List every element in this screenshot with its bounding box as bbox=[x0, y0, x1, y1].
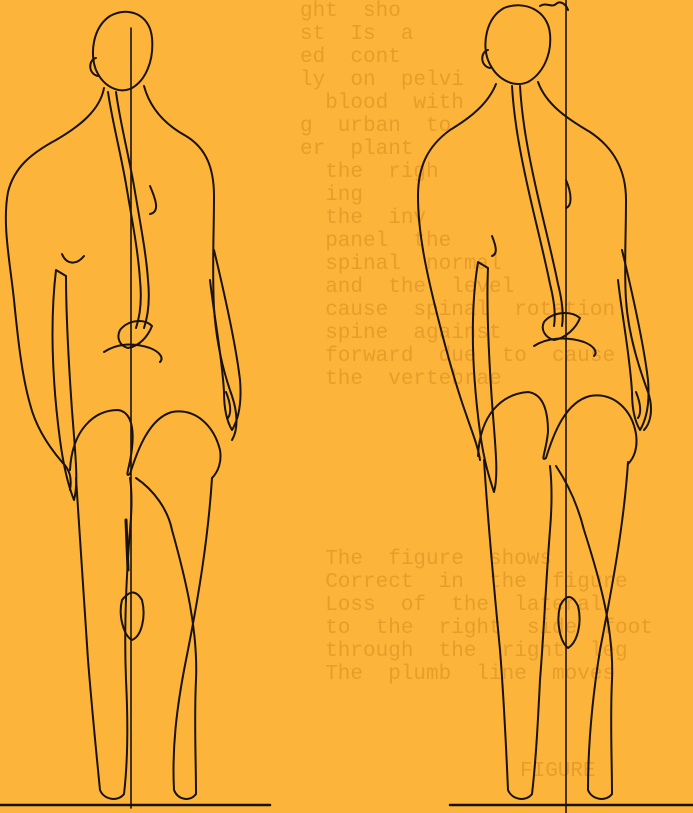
left-spine-2 bbox=[116, 92, 149, 328]
left-leg-right bbox=[136, 478, 212, 799]
left-torso-outline-right bbox=[144, 86, 237, 440]
left-arm-left bbox=[53, 270, 77, 500]
left-knee-mark bbox=[121, 593, 144, 641]
left-spine bbox=[108, 92, 141, 328]
right-hair-mark bbox=[540, 2, 568, 10]
right-spine-2 bbox=[520, 86, 563, 326]
right-leg-left bbox=[484, 460, 552, 799]
left-shin-mark bbox=[126, 520, 128, 570]
right-pelvis-mark bbox=[534, 339, 596, 356]
left-leg-left bbox=[76, 478, 132, 799]
right-spine bbox=[512, 86, 555, 326]
right-hand-mark bbox=[636, 392, 640, 418]
right-buttocks bbox=[478, 392, 637, 464]
left-figure bbox=[0, 12, 270, 808]
right-knee-mark bbox=[558, 597, 579, 648]
left-scapula-mark bbox=[62, 254, 84, 263]
left-arm-right bbox=[210, 250, 241, 430]
right-arm-right bbox=[618, 250, 649, 430]
right-arm-left bbox=[473, 262, 496, 492]
left-buttocks bbox=[70, 410, 221, 478]
left-scapula-mark-2 bbox=[150, 186, 156, 214]
left-head bbox=[93, 12, 152, 90]
right-figure bbox=[418, 0, 693, 813]
right-scapula-mark bbox=[492, 236, 496, 256]
right-torso-outline bbox=[418, 84, 496, 460]
right-head bbox=[485, 5, 550, 84]
right-torso-outline-right bbox=[538, 82, 651, 430]
